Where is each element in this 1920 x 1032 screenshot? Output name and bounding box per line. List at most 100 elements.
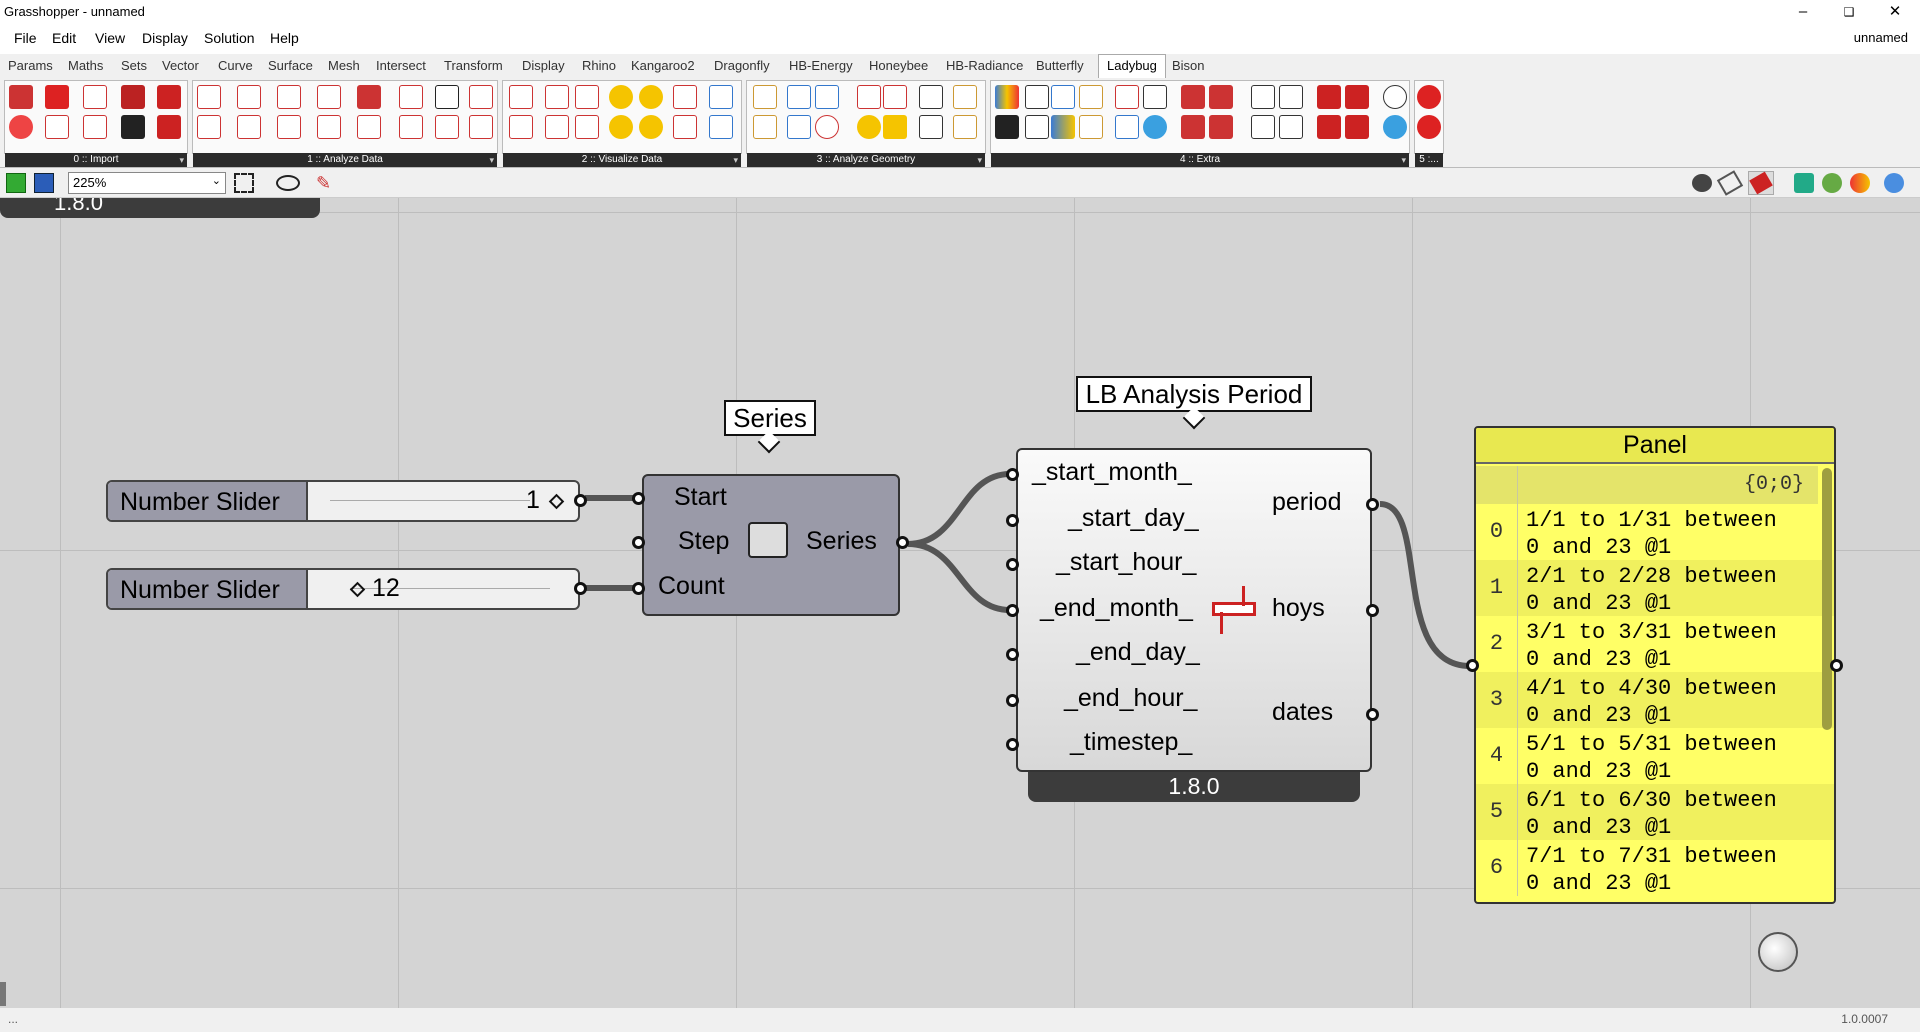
wind-rose-icon[interactable] <box>709 115 733 139</box>
tab-surface[interactable]: Surface <box>268 58 313 73</box>
monthly-icon[interactable] <box>545 115 569 139</box>
list-icon[interactable] <box>1251 115 1275 139</box>
period-port[interactable] <box>1366 498 1379 511</box>
wea-icon[interactable] <box>157 115 181 139</box>
tab-dragonfly[interactable]: Dragonfly <box>714 58 770 73</box>
bake-icon[interactable] <box>1794 173 1814 193</box>
number-slider-1[interactable]: Number Slider 1 <box>106 480 587 522</box>
ny-export-icon[interactable] <box>83 115 107 139</box>
export-icon[interactable] <box>1181 85 1205 109</box>
sun-analysis-icon[interactable] <box>753 85 777 109</box>
color-wheel-icon[interactable] <box>1850 173 1870 193</box>
2d-icon[interactable] <box>1115 115 1139 139</box>
image-icon[interactable] <box>1025 115 1049 139</box>
house-icon[interactable] <box>1317 115 1341 139</box>
fan-icon[interactable] <box>883 85 907 109</box>
tab-curve[interactable]: Curve <box>218 58 253 73</box>
panel-output-port[interactable] <box>1830 659 1843 672</box>
hourly-plot-icon[interactable] <box>509 85 533 109</box>
binary-icon[interactable] <box>317 85 341 109</box>
series-output-port[interactable] <box>896 536 909 549</box>
sun-sphere-icon[interactable] <box>953 115 977 139</box>
people-icon[interactable] <box>399 115 423 139</box>
ab-convert-icon[interactable] <box>237 85 261 109</box>
ny-weather-icon[interactable] <box>83 85 107 109</box>
wind-icon[interactable] <box>709 85 733 109</box>
end-hour-port[interactable] <box>1006 694 1019 707</box>
expand-icon[interactable]: ▾ <box>733 155 738 165</box>
eye-preview-icon[interactable] <box>276 175 300 191</box>
frame-icon[interactable] <box>1079 85 1103 109</box>
radiation-rose-icon[interactable] <box>673 115 697 139</box>
bar-chart-icon[interactable] <box>509 115 533 139</box>
slider-grip-icon[interactable] <box>349 581 366 598</box>
panel-scrollbar[interactable] <box>1822 468 1832 730</box>
slider-track[interactable] <box>350 588 550 589</box>
start-day-port[interactable] <box>1006 514 1019 527</box>
tab-sets[interactable]: Sets <box>121 58 148 73</box>
tab-hb-energy[interactable]: HB-Energy <box>789 58 853 73</box>
timestep-port[interactable] <box>1006 738 1019 751</box>
preview-mode-icon[interactable] <box>1692 174 1712 192</box>
radial-icon[interactable] <box>639 85 663 109</box>
epw-icon[interactable] <box>45 85 69 109</box>
tab-bison[interactable]: Bison <box>1172 58 1205 73</box>
series-step-port[interactable] <box>632 536 645 549</box>
curve-chart-icon[interactable] <box>575 85 599 109</box>
filter-icon[interactable] <box>469 85 493 109</box>
open-file-icon[interactable] <box>6 173 26 193</box>
menu-solution[interactable]: Solution <box>204 30 255 46</box>
c-to-f-icon[interactable] <box>1209 85 1233 109</box>
end-day-port[interactable] <box>1006 648 1019 661</box>
series-count-port[interactable] <box>632 582 645 595</box>
menu-edit[interactable]: Edit <box>52 30 77 46</box>
area-icon[interactable] <box>575 115 599 139</box>
canvas-edge-handle[interactable] <box>0 982 6 1006</box>
sketch-pen-icon[interactable]: ✎ <box>316 173 332 193</box>
star-icon[interactable] <box>815 85 839 109</box>
zoom-dropdown[interactable]: 225% ⌄ <box>68 172 226 194</box>
tab-transform[interactable]: Transform <box>444 58 503 73</box>
tab-honeybee[interactable]: Honeybee <box>869 58 929 73</box>
text-icon[interactable] <box>1051 85 1075 109</box>
canopy-icon[interactable] <box>919 85 943 109</box>
navigation-widget-icon[interactable] <box>1758 932 1798 972</box>
ny-import-icon[interactable] <box>45 115 69 139</box>
psych-icon[interactable] <box>673 85 697 109</box>
burst-icon[interactable] <box>787 115 811 139</box>
slider-grip-icon[interactable] <box>548 493 565 510</box>
ddy-icon[interactable] <box>121 85 145 109</box>
si-icon[interactable] <box>1181 115 1205 139</box>
number-slider-2[interactable]: Number Slider 12 <box>106 568 587 610</box>
series-component[interactable]: Start Step Count Series <box>642 474 900 616</box>
tab-intersect[interactable]: Intersect <box>376 58 426 73</box>
camera-icon[interactable] <box>1143 85 1167 109</box>
red-dot-icon[interactable] <box>1417 85 1441 109</box>
ab-icon[interactable] <box>197 85 221 109</box>
dots-icon[interactable] <box>1025 85 1049 109</box>
thermometer-icon[interactable] <box>399 85 423 109</box>
canvas[interactable]: 1.8.0 Number Slider 1 Number Slider 12 S… <box>0 198 1920 1008</box>
tab-hb-radiance[interactable]: HB-Radiance <box>946 58 1024 73</box>
dy-icon[interactable] <box>277 115 301 139</box>
panel-input-port[interactable] <box>1466 659 1479 672</box>
open-folder-icon[interactable] <box>1345 85 1369 109</box>
panel-header[interactable]: Panel <box>1476 428 1834 464</box>
line-chart-icon[interactable] <box>545 85 569 109</box>
record-icon[interactable] <box>1417 115 1441 139</box>
tab-params[interactable]: Params <box>8 58 53 73</box>
radiation-icon[interactable] <box>857 115 881 139</box>
close-button[interactable]: ✕ <box>1888 3 1902 20</box>
slider-output-port[interactable] <box>574 582 587 595</box>
wireframe-icon[interactable] <box>1716 170 1744 196</box>
table-icon[interactable] <box>1079 115 1103 139</box>
menu-view[interactable]: View <box>95 30 126 46</box>
grid-calc-icon[interactable] <box>357 85 381 109</box>
tab-display[interactable]: Display <box>522 58 565 73</box>
b2-icon[interactable] <box>237 115 261 139</box>
sky-icon[interactable] <box>639 115 663 139</box>
tab-butterfly[interactable]: Butterfly <box>1036 58 1084 73</box>
preview-icon[interactable] <box>1115 85 1139 109</box>
expand-icon[interactable]: ▾ <box>977 155 982 165</box>
target-icon[interactable] <box>1383 85 1407 109</box>
